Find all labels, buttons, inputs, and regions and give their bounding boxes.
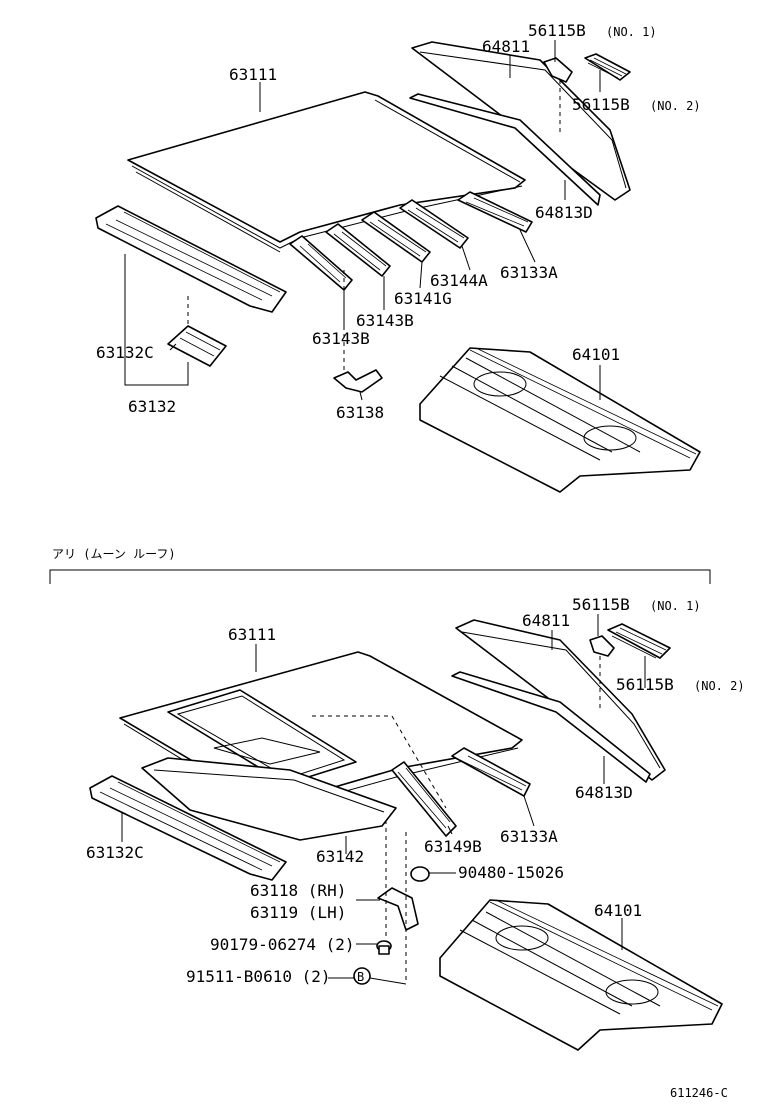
bracket-63138 (333, 369, 383, 393)
roof-panel-63111 (127, 91, 526, 253)
label-90480-15026: 90480-15026 (458, 863, 564, 882)
label-63132: 63132 (128, 397, 176, 416)
label-56115b-no2: 56115B (572, 95, 630, 114)
clip-56115b-no1 (543, 57, 573, 83)
label-90179-06274: 90179-06274 (2) (210, 935, 355, 954)
package-tray-64101-b (439, 899, 723, 1051)
callout-b: B (353, 967, 371, 985)
label-56115b-no1: 56115B (528, 21, 586, 40)
label-56115b-no1-qual-b: (NO. 1) (650, 599, 701, 613)
label-63143b-a: 63143B (356, 311, 414, 330)
roof-bow-63143b-2 (325, 223, 391, 277)
clip-56115b-no2-b (607, 623, 671, 659)
label-56115b-no2-qual: (NO. 2) (650, 99, 701, 113)
label-63119: 63119 (LH) (250, 903, 346, 922)
section-bracket (49, 569, 711, 584)
label-64811: 64811 (482, 37, 530, 56)
clip-56115b-no1-b (589, 635, 615, 657)
roof-bow-63141g (361, 211, 431, 263)
label-63111-b: 63111 (228, 625, 276, 644)
moonroof-housing-63142 (141, 715, 447, 841)
roof-rail-63133a (457, 191, 533, 233)
label-64101-b: 64101 (594, 901, 642, 920)
label-63144a: 63144A (430, 271, 488, 290)
label-56115b-no1-qual: (NO. 1) (606, 25, 657, 39)
roof-bow-63143b-1 (289, 235, 353, 291)
top-leader-lines (124, 40, 601, 401)
label-56115b-no2-qual-b: (NO. 2) (694, 679, 745, 693)
label-63142: 63142 (316, 847, 364, 866)
label-63111: 63111 (229, 65, 277, 84)
label-64811-b: 64811 (522, 611, 570, 630)
side-rail-63149b (391, 761, 457, 837)
front-header-63132c-b (89, 775, 287, 881)
label-63132c-b: 63132C (86, 843, 144, 862)
label-63133a: 63133A (500, 263, 558, 282)
label-64101: 64101 (572, 345, 620, 364)
header-bracket-63132 (167, 325, 227, 367)
label-91511-b0610: 91511-B0610 (2) (186, 967, 331, 986)
top-section: 63111 64811 56115B (NO. 1) 56115B (NO. 2… (95, 21, 701, 493)
label-56115b-no1-b: 56115B (572, 595, 630, 614)
nut-90480-15026 (410, 866, 430, 882)
callout-b-letter: B (357, 970, 364, 984)
weatherstrip-64813d (409, 93, 601, 206)
figure-id: 611246-C (670, 1086, 728, 1100)
roof-rail-63133a-b (451, 747, 531, 797)
front-header-63132c (95, 205, 287, 313)
bracket-63118-63119 (377, 887, 419, 931)
bolt-90179-06274 (376, 940, 392, 955)
bottom-leader-lines (121, 614, 646, 985)
clip-56115b-no2 (584, 53, 631, 81)
label-63133a-b: 63133A (500, 827, 558, 846)
label-63138: 63138 (336, 403, 384, 422)
weatherstrip-64813d-b (451, 671, 651, 783)
label-63118: 63118 (RH) (250, 881, 346, 900)
label-63141g: 63141G (394, 289, 452, 308)
label-63132c: 63132C (96, 343, 154, 362)
label-64813d-b: 64813D (575, 783, 633, 802)
package-tray-64101 (419, 347, 701, 493)
section-header-text: アリ (ムーン ルーフ) (52, 547, 176, 561)
label-63143b-b: 63143B (312, 329, 370, 348)
label-63149b: 63149B (424, 837, 482, 856)
bottom-section: B (86, 595, 745, 1051)
label-64813d: 64813D (535, 203, 593, 222)
roof-bow-63144a (399, 199, 469, 249)
label-56115b-no2-b: 56115B (616, 675, 674, 694)
moonroof-section-header: アリ (ムーン ルーフ) (49, 547, 711, 584)
